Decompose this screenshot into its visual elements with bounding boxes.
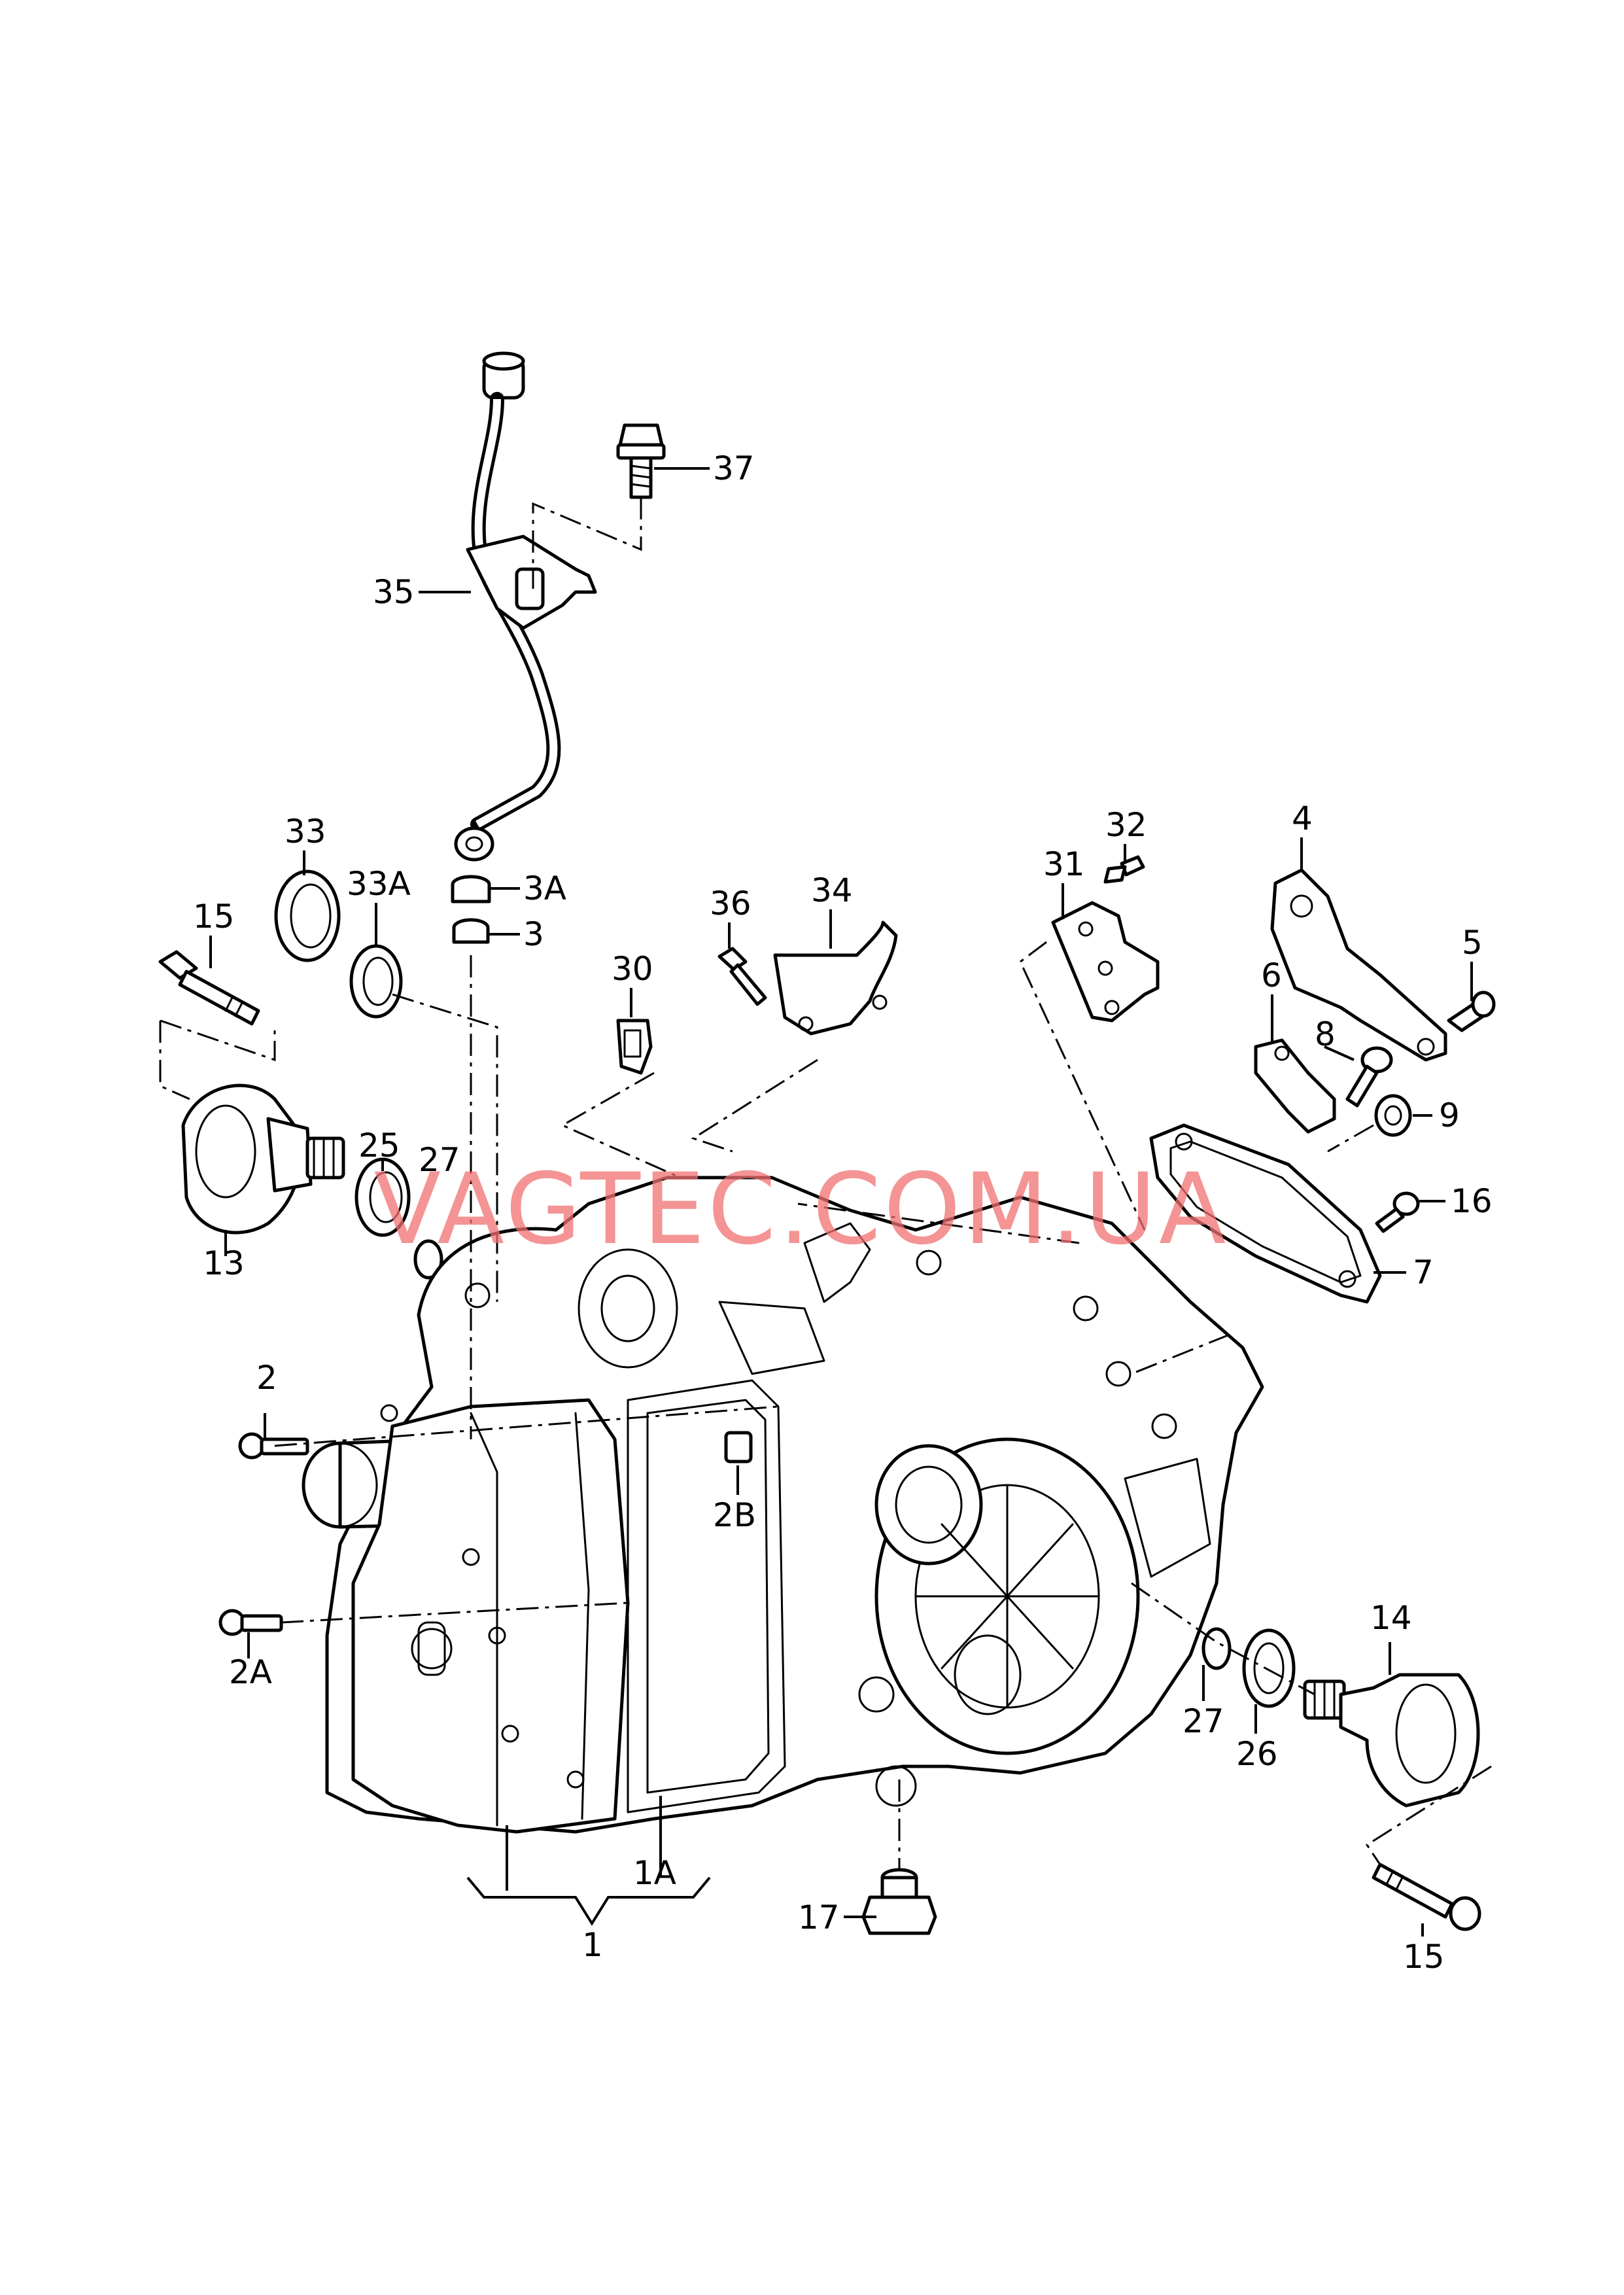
bolt-part-37[interactable] <box>616 423 666 499</box>
callout-1a[interactable]: 1A <box>633 1854 676 1892</box>
callout-37[interactable]: 37 <box>713 449 755 487</box>
callout-1[interactable]: 1 <box>582 1926 603 1964</box>
bolt-part-15-upper[interactable] <box>158 950 260 1026</box>
callout-2a[interactable]: 2A <box>229 1653 272 1691</box>
callout-14[interactable]: 14 <box>1370 1599 1412 1637</box>
cover-part-34[interactable] <box>773 920 898 1036</box>
sensor-cable-part-35[interactable] <box>454 351 597 862</box>
callout-7[interactable]: 7 <box>1413 1253 1434 1291</box>
flange-shaft-part-14[interactable] <box>1303 1673 1480 1808</box>
circlip-part-27-left[interactable] <box>413 1239 443 1280</box>
drain-plug-part-17[interactable] <box>861 1868 937 1935</box>
seal-part-33[interactable] <box>274 869 341 962</box>
callout-15-lower[interactable]: 15 <box>1403 1938 1445 1976</box>
callout-9[interactable]: 9 <box>1439 1096 1460 1134</box>
callout-25[interactable]: 25 <box>358 1127 400 1165</box>
callout-27-right[interactable]: 27 <box>1183 1702 1224 1740</box>
callout-5[interactable]: 5 <box>1462 924 1483 962</box>
watermark-text: VAGTEC.COM.UA <box>373 1153 1228 1267</box>
cover-part-7[interactable] <box>1149 1123 1382 1304</box>
callout-13[interactable]: 13 <box>203 1244 245 1282</box>
callout-2[interactable]: 2 <box>256 1359 277 1397</box>
callout-36[interactable]: 36 <box>710 885 752 922</box>
callout-15-upper[interactable]: 15 <box>193 898 235 936</box>
leader-lines <box>209 467 1473 1936</box>
seal-part-25[interactable] <box>354 1157 411 1237</box>
callout-3a[interactable]: 3A <box>523 869 566 907</box>
bolt-part-36[interactable] <box>717 947 767 1006</box>
bolt-part-5[interactable] <box>1447 990 1496 1032</box>
bracket-part-4[interactable] <box>1270 868 1447 1062</box>
callout-33[interactable]: 33 <box>285 813 326 850</box>
callout-16[interactable]: 16 <box>1451 1182 1493 1220</box>
gearbox-housing-part-1[interactable] <box>302 1176 1264 1834</box>
callout-6[interactable]: 6 <box>1261 956 1282 994</box>
callout-8[interactable]: 8 <box>1315 1015 1336 1053</box>
bolt-part-32[interactable] <box>1103 855 1145 884</box>
bolt-part-8[interactable] <box>1345 1046 1393 1108</box>
callout-34[interactable]: 34 <box>811 871 853 909</box>
bracket-part-31[interactable] <box>1051 901 1160 1023</box>
nut-part-9[interactable] <box>1374 1094 1412 1137</box>
callout-32[interactable]: 32 <box>1105 806 1147 844</box>
callout-33a[interactable]: 33A <box>347 865 411 903</box>
plate-part-6[interactable] <box>1254 1038 1336 1134</box>
clip-part-30[interactable] <box>616 1019 653 1075</box>
callout-35[interactable]: 35 <box>373 573 415 611</box>
callout-4[interactable]: 4 <box>1292 799 1313 837</box>
flange-shaft-part-13[interactable] <box>181 1083 345 1235</box>
bolt-part-15-lower[interactable] <box>1372 1863 1481 1931</box>
bolt-part-16[interactable] <box>1375 1191 1420 1233</box>
assembly-lines <box>159 497 1492 1871</box>
callout-labels: 37 35 33 33A 3A 3 15 36 34 32 31 4 5 6 8… <box>193 449 1493 1976</box>
callout-30[interactable]: 30 <box>612 950 653 988</box>
seal-part-33a[interactable] <box>349 944 403 1019</box>
callout-31[interactable]: 31 <box>1043 845 1085 883</box>
callout-2b[interactable]: 2B <box>713 1496 756 1534</box>
callout-26[interactable]: 26 <box>1236 1735 1278 1773</box>
bolt-part-2a[interactable] <box>218 1609 283 1636</box>
callout-3[interactable]: 3 <box>523 915 544 953</box>
plug-part-3a[interactable] <box>451 875 491 903</box>
callout-27-left[interactable]: 27 <box>419 1141 460 1179</box>
plug-part-3[interactable] <box>452 918 490 944</box>
callout-17[interactable]: 17 <box>798 1899 840 1936</box>
seal-part-26[interactable] <box>1242 1628 1296 1708</box>
bolt-part-2[interactable] <box>238 1432 309 1460</box>
